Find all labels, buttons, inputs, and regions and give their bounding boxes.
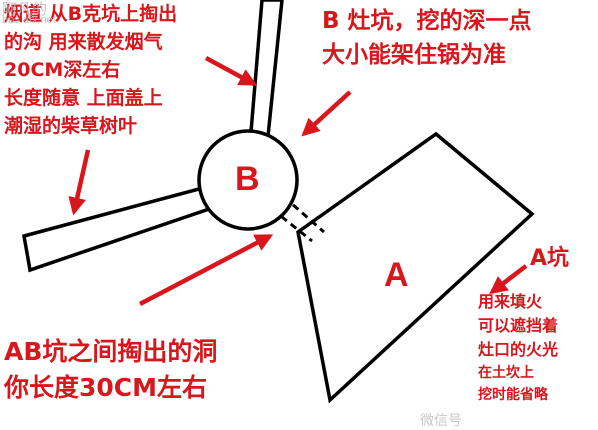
tunnel-annotation: AB坑之间掏出的洞 你长度30CM左右 [4,334,217,406]
arrow-to-upper-chimney [204,56,258,86]
arrow-to-pit-a [489,264,528,295]
annotation-line: 烟道 从B克坑上掏出 [4,3,178,25]
watermark-bottom: 微信号 [420,412,462,428]
tunnel-dashed-line [283,195,325,234]
pit-a-annotation: 用来填火 可以遮挡着 灶口的火光 在土坎上 挖时能省略 [478,290,558,406]
pit-a-label: A [384,256,409,294]
annotation-line: 的沟 用来散发烟气 [4,31,163,53]
side-chimney-channel [21,183,214,273]
annotation-line: B 灶坑，挖的深一点 [322,8,532,34]
pit-a-title: A坑 [530,246,570,271]
annotation-line: 挖时能省略 [478,387,548,403]
pit-b-label: B [235,160,260,198]
annotation-line: 用来填火 [478,292,543,311]
pit-b-circle [197,129,299,231]
arrow-to-tunnel [138,234,274,306]
upper-chimney-channel [248,0,284,148]
annotation-line: 在土坎上 [478,365,534,381]
pit-a-outline [296,131,535,404]
annotation-line: 大小能架住锅为准 [322,42,506,68]
annotation-line: 灶口的火光 [478,340,559,359]
tunnel-dashed-line [271,207,313,243]
watermark-top-left: 阿凡的 [2,1,48,18]
arrow-to-pit-b [301,90,352,137]
watermark-top-left-url: bbs.afx.net [2,14,56,26]
annotation-line: 潮湿的柴草树叶 [4,115,138,137]
pit-b-annotation: B 灶坑，挖的深一点 大小能架住锅为准 [322,4,532,72]
annotation-line: 20CM深左右 [4,59,121,81]
arrow-to-side-chimney [68,149,91,216]
chimney-annotation: 烟道 从B克坑上掏出 的沟 用来散发烟气 20CM深左右 长度随意 上面盖上 潮… [4,0,177,140]
annotation-line: 可以遮挡着 [478,316,559,335]
annotation-line: 你长度30CM左右 [4,373,208,402]
annotation-line: 长度随意 上面盖上 [4,87,163,109]
annotation-line: AB坑之间掏出的洞 [4,337,218,366]
